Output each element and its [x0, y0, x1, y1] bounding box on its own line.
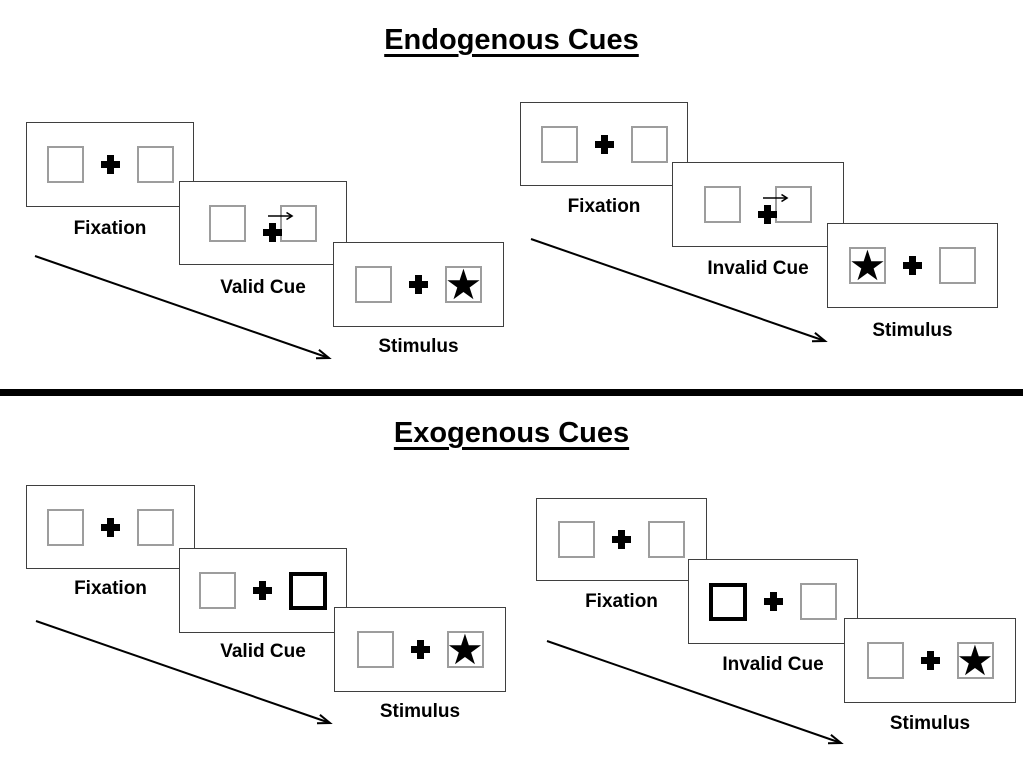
cue-frame	[179, 181, 347, 265]
star-icon: ★	[848, 241, 887, 290]
left-box	[704, 186, 741, 223]
section-title-exogenous: Exogenous Cues	[393, 417, 630, 449]
frame-label: Fixation	[74, 578, 147, 599]
cue-frame	[688, 559, 858, 644]
fixation-cross-icon	[920, 651, 940, 670]
fixation-frame	[520, 102, 688, 186]
section-title-endogenous: Endogenous Cues	[384, 24, 639, 56]
left-box-highlighted	[709, 582, 747, 621]
right-box	[137, 508, 174, 546]
frame-label: Fixation	[73, 218, 147, 239]
frame-label: Valid Cue	[220, 641, 306, 662]
right-box: ★	[446, 625, 484, 674]
left-box	[558, 521, 595, 558]
fixation-cross-icon	[764, 592, 783, 611]
right-box	[800, 583, 837, 620]
fixation-cross-icon	[409, 275, 428, 294]
right-box	[939, 247, 976, 284]
fixation-cross-icon	[903, 256, 922, 275]
fixation-frame	[26, 122, 194, 207]
left-box: ★	[848, 241, 887, 290]
cue-arrow-icon	[763, 193, 789, 202]
left-box	[540, 125, 578, 163]
frame-label: Stimulus	[378, 336, 459, 357]
left-box	[866, 642, 904, 679]
right-box	[280, 204, 317, 242]
right-box	[648, 521, 685, 558]
stimulus-frame: ★	[827, 223, 998, 308]
frame-label: Fixation	[567, 196, 641, 217]
frame-label: Stimulus	[379, 701, 461, 722]
star-icon: ★	[446, 625, 484, 674]
left-box	[355, 266, 392, 303]
timeline-arrow	[35, 620, 333, 725]
stimulus-frame: ★	[333, 242, 504, 327]
fixation-frame	[26, 485, 195, 569]
frame-label: Stimulus	[889, 713, 971, 734]
star-icon: ★	[444, 260, 483, 309]
right-box: ★	[444, 260, 483, 309]
right-box	[775, 186, 812, 223]
fixation-frame	[536, 498, 707, 581]
right-box	[136, 146, 174, 183]
cue-arrow-icon	[268, 211, 294, 221]
star-icon: ★	[956, 636, 994, 685]
stimulus-frame: ★	[844, 618, 1016, 703]
right-box: ★	[956, 636, 994, 685]
frame-label: Invalid Cue	[707, 258, 809, 279]
timeline-arrow	[530, 238, 828, 343]
frame-label: Valid Cue	[220, 277, 306, 298]
section-divider	[0, 389, 1023, 396]
fixation-cross-icon	[410, 640, 430, 659]
left-box	[46, 146, 84, 183]
fixation-cross-icon	[612, 530, 631, 549]
cue-frame	[179, 548, 347, 633]
frame-label: Stimulus	[872, 320, 953, 341]
left-box	[209, 204, 246, 242]
timeline-arrow	[34, 255, 332, 360]
timeline-arrow	[546, 640, 844, 745]
frame-label: Invalid Cue	[722, 654, 824, 675]
frame-label: Fixation	[585, 591, 658, 612]
fixation-cross-icon	[100, 155, 120, 174]
stimulus-frame: ★	[334, 607, 506, 692]
left-box	[47, 508, 84, 546]
left-box	[356, 631, 394, 668]
right-box	[630, 125, 668, 163]
fixation-cross-icon	[594, 134, 614, 154]
fixation-cross-icon	[253, 581, 272, 600]
cue-frame	[672, 162, 844, 247]
right-box-highlighted	[289, 571, 327, 610]
left-box	[199, 572, 236, 609]
fixation-cross-icon	[101, 517, 120, 537]
